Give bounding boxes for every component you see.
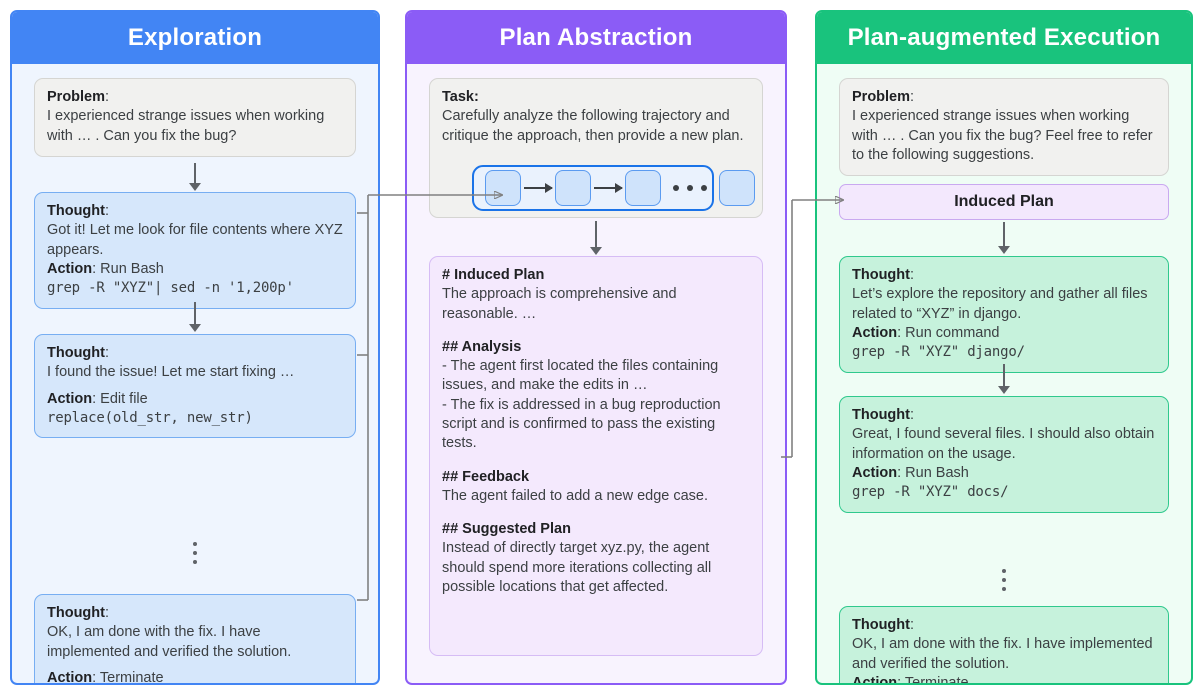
column-title-plan-abstraction: Plan Abstraction (407, 12, 785, 64)
vertical-ellipsis-icon (193, 542, 197, 564)
arrow-problem-to-step1 (189, 163, 201, 191)
arrow-task-to-plan (590, 221, 602, 255)
trajectory-ellipsis-icon (673, 185, 707, 191)
arrow-step1-to-step2 (189, 302, 201, 332)
action-row: Action: Terminate (47, 669, 164, 685)
vertical-ellipsis-icon (1002, 569, 1006, 591)
action-row: Action: Run command (852, 324, 1000, 341)
action-text: Run command (905, 324, 1000, 341)
action-label: Action (852, 324, 898, 341)
trajectory-arrow-1-icon (524, 183, 553, 193)
action-text: Edit file (100, 390, 148, 407)
column-title-exploration: Exploration (12, 12, 378, 64)
column-body-exploration: Problem: I experienced strange issues wh… (12, 64, 378, 685)
task-card: Task: Carefully analyze the following tr… (429, 78, 763, 218)
action-row: Action: Run Bash (47, 260, 164, 277)
action-row: Action: Edit file (47, 390, 148, 407)
execution-step-1: Thought: Let’s explore the repository an… (839, 256, 1169, 373)
trajectory-node-1 (485, 170, 521, 206)
column-plan-augmented-execution: Plan-augmented Execution Problem: I expe… (815, 10, 1193, 685)
thought-label-row: Thought: (47, 345, 110, 361)
colon: : (105, 89, 110, 105)
action-text: Terminate (99, 669, 164, 685)
column-body-execution: Problem: I experienced strange issues wh… (817, 64, 1191, 685)
column-plan-abstraction: Plan Abstraction Task: Carefully analyze… (405, 10, 787, 685)
plan-analysis-item-1: - The agent first located the files cont… (442, 358, 719, 394)
plan-heading-analysis: ## Analysis (442, 338, 522, 355)
task-label: Task: (442, 89, 479, 105)
thought-label: Thought (47, 345, 105, 361)
thought-text: Got it! Let me look for file contents wh… (47, 222, 343, 258)
action-label: Action (852, 464, 898, 481)
plan-heading-feedback: ## Feedback (442, 468, 530, 485)
action-code: grep -R "XYZ" django/ (852, 344, 1025, 361)
plan-body-suggested: Instead of directly target xyz.py, the a… (442, 540, 712, 595)
thought-label-row: Thought: (47, 605, 110, 621)
thought-text: OK, I am done with the fix. I have imple… (852, 636, 1153, 672)
action-text: Run Bash (905, 464, 969, 481)
column-title-execution: Plan-augmented Execution (817, 12, 1191, 64)
action-code: grep -R "XYZ"| sed -n '1,200p' (47, 280, 294, 297)
problem-card: Problem: I experienced strange issues wh… (34, 78, 356, 157)
column-body-plan-abstraction: Task: Carefully analyze the following tr… (407, 64, 785, 683)
thought-label-row: Thought: (852, 407, 915, 423)
action-label: Action (47, 390, 93, 407)
problem-label-row: Problem: (852, 89, 915, 105)
action-label: Action (47, 260, 93, 277)
arrow-step1-to-step2 (998, 364, 1010, 394)
action-row: Action: Terminate (852, 674, 1156, 685)
action-label: Action (47, 669, 93, 685)
action-row: Action: Run Bash (852, 464, 969, 481)
arrow-plan-to-step1 (998, 222, 1010, 254)
column-exploration: Exploration Problem: I experienced stran… (10, 10, 380, 685)
plan-analysis-item-2: - The fix is addressed in a bug reproduc… (442, 396, 721, 452)
plan-body-induced: The approach is comprehensive and reason… (442, 286, 677, 322)
task-text: Carefully analyze the following trajecto… (442, 108, 744, 144)
induced-plan-bar: Induced Plan (839, 184, 1169, 220)
exploration-step-final: Thought: OK, I am done with the fix. I h… (34, 594, 356, 685)
plan-heading-induced: # Induced Plan (442, 267, 545, 283)
problem-text: I experienced strange issues when workin… (852, 108, 1153, 163)
thought-label-row: Thought: (47, 203, 110, 219)
thought-label: Thought (852, 267, 910, 283)
problem-card: Problem: I experienced strange issues wh… (839, 78, 1169, 177)
action-text: Run Bash (100, 260, 164, 277)
trajectory-widget (472, 165, 755, 211)
trajectory-arrow-2-icon (594, 183, 623, 193)
thought-label: Thought (47, 203, 105, 219)
execution-step-final: Thought: OK, I am done with the fix. I h… (839, 606, 1169, 685)
action-text: Terminate (904, 674, 969, 685)
action-code: grep -R "XYZ" docs/ (852, 484, 1009, 501)
thought-label: Thought (852, 617, 910, 633)
plan-body-feedback: The agent failed to add a new edge case. (442, 487, 709, 504)
action-label: Action (852, 674, 898, 685)
thought-label: Thought (47, 605, 105, 621)
problem-label: Problem (852, 89, 911, 105)
problem-label: Problem (47, 89, 106, 105)
thought-text: Let’s explore the repository and gather … (852, 286, 1148, 322)
trajectory-node-3 (625, 170, 661, 206)
thought-label: Thought (852, 407, 910, 423)
action-code: replace(old_str, new_str) (47, 409, 253, 426)
thought-label-row: Thought: (852, 617, 915, 633)
problem-text: I experienced strange issues when workin… (47, 108, 325, 144)
thought-text: Great, I found several files. I should a… (852, 426, 1155, 462)
thought-label-row: Thought: (852, 267, 915, 283)
exploration-step-1: Thought: Got it! Let me look for file co… (34, 192, 356, 309)
exploration-step-2: Thought: I found the issue! Let me start… (34, 334, 356, 439)
trajectory-node-4 (719, 170, 755, 206)
problem-label-row: Problem: (47, 88, 343, 107)
induced-plan-card: # Induced Plan The approach is comprehen… (429, 256, 763, 656)
thought-text: OK, I am done with the fix. I have imple… (47, 624, 292, 660)
trajectory-node-2 (555, 170, 591, 206)
thought-text: I found the issue! Let me start fixing … (47, 364, 295, 381)
plan-heading-suggested: ## Suggested Plan (442, 521, 571, 538)
execution-step-2: Thought: Great, I found several files. I… (839, 396, 1169, 513)
